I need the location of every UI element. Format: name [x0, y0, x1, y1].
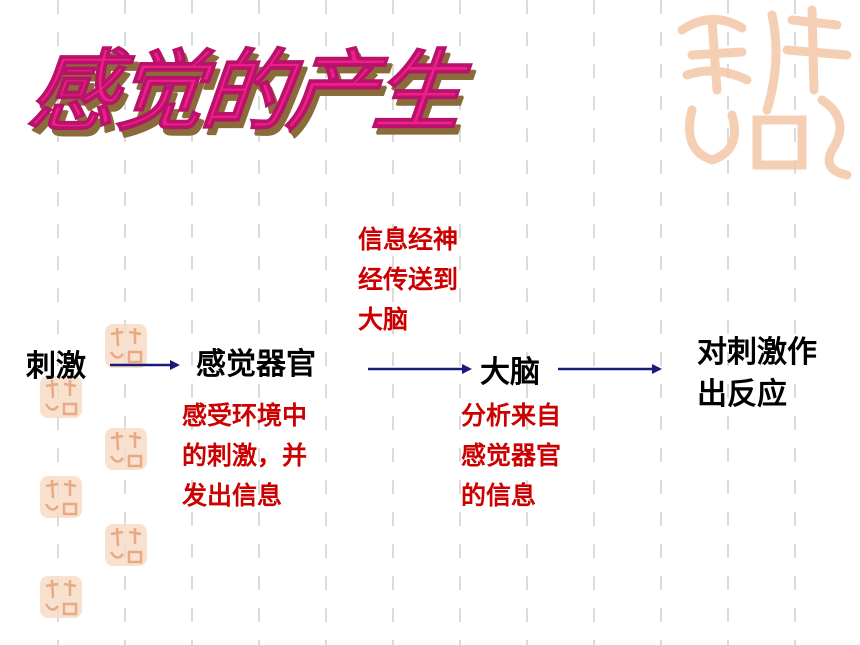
seal-small-2	[40, 376, 82, 418]
note-nerve-transmit-line1: 信息经神	[358, 225, 459, 254]
note-organ-function-line1: 感受环境中	[182, 401, 308, 430]
arrow-organ-to-brain	[368, 364, 472, 374]
note-nerve-transmit-line3: 大脑	[358, 305, 409, 334]
note-organ-function-line3: 发出信息	[182, 481, 283, 510]
seal-small-5	[105, 524, 147, 566]
seal-small-3	[105, 428, 147, 470]
brain-label: 大脑	[480, 355, 540, 390]
note-organ-function-line2: 的刺激，并	[182, 441, 308, 470]
seal-large-decoration	[677, 5, 852, 180]
note-organ-function: 感受环境中 的刺激，并 发出信息	[182, 396, 307, 516]
note-nerve-transmit-line2: 经传送到	[358, 265, 459, 294]
seal-small-1	[105, 324, 147, 368]
seal-small-4	[40, 476, 82, 518]
seal-small-6	[40, 576, 82, 618]
note-nerve-transmit: 信息经神 经传送到 大脑	[358, 220, 458, 340]
note-brain-function: 分析来自 感觉器官 的信息	[461, 396, 561, 516]
note-brain-function-line1: 分析来自	[461, 401, 562, 430]
note-brain-function-line2: 感觉器官	[461, 441, 562, 470]
sense-organ-label: 感觉器官	[196, 347, 316, 382]
reaction-label-line2: 出反应	[697, 377, 787, 412]
note-brain-function-line3: 的信息	[461, 481, 537, 510]
page-title: 感觉的产生	[24, 40, 466, 144]
arrow-stimulus-to-organ	[110, 360, 180, 370]
reaction-label-line1: 对刺激作	[697, 335, 817, 370]
stimulus-label: 刺激	[26, 349, 86, 384]
arrow-brain-to-reaction	[558, 364, 662, 374]
